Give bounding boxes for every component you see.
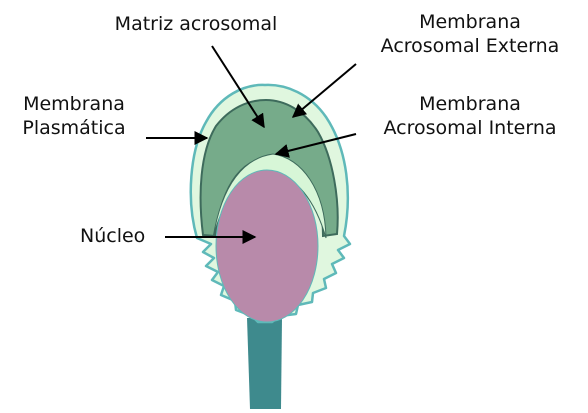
label-membrana-plasmatica-line2: Plasmática <box>4 116 144 140</box>
label-nucleo: Núcleo <box>80 224 145 248</box>
label-membrana-acrosomal-externa-line2: Acrosomal Externa <box>356 34 584 58</box>
label-membrana-acrosomal-interna-line1: Membrana <box>356 92 584 116</box>
label-membrana-acrosomal-interna-line2: Acrosomal Interna <box>356 116 584 140</box>
nucleus <box>216 170 318 322</box>
label-membrana-acrosomal-interna: Membrana Acrosomal Interna <box>356 92 584 140</box>
label-matriz-acrosomal: Matriz acrosomal <box>88 12 304 36</box>
label-membrana-plasmatica: Membrana Plasmática <box>4 92 144 140</box>
label-membrana-acrosomal-externa: Membrana Acrosomal Externa <box>356 10 584 58</box>
arrow-membrana-acrosomal-externa <box>293 64 356 117</box>
sperm-tail <box>247 318 282 409</box>
label-membrana-acrosomal-externa-line1: Membrana <box>356 10 584 34</box>
label-membrana-plasmatica-line1: Membrana <box>4 92 144 116</box>
